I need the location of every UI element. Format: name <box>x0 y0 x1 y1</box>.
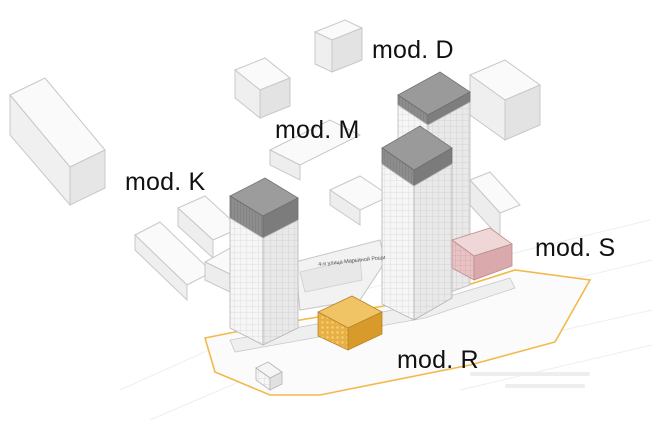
label-mod-d: mod. D <box>372 36 454 64</box>
label-mod-m: mod. M <box>275 116 360 144</box>
small-pavilion <box>255 361 283 391</box>
building-mod-s <box>451 227 513 281</box>
label-mod-r: mod. R <box>397 346 479 374</box>
tower-mod-m <box>381 125 453 321</box>
label-mod-s: mod. S <box>535 234 616 262</box>
street-area <box>294 239 386 311</box>
tower-mod-k <box>229 177 299 346</box>
building-mod-r <box>317 295 383 351</box>
faint-map-markings <box>470 372 590 388</box>
label-mod-k: mod. K <box>125 168 206 196</box>
context-buildings <box>9 19 542 302</box>
